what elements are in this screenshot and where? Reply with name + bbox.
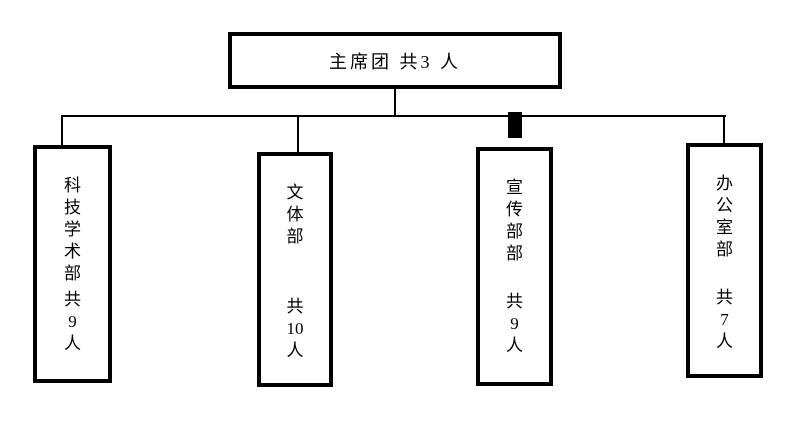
dept-node-2: 文体部 共 10 人 bbox=[257, 152, 333, 387]
root-node-label: 主席团 共3 人 bbox=[329, 51, 461, 72]
dept-4-count-prefix: 共 bbox=[716, 288, 733, 307]
dept-4-name: 办公室部 bbox=[715, 174, 733, 259]
dept-4-count-unit: 人 bbox=[716, 332, 733, 351]
dept-4-count: 共 7 人 bbox=[716, 287, 733, 353]
dept-3-count-value: 9 bbox=[510, 314, 519, 333]
dept-2-count-value: 10 bbox=[286, 319, 304, 338]
dept-node-1: 科技学术部 共 9 人 bbox=[33, 145, 112, 383]
dept-1-count: 共 9 人 bbox=[64, 289, 81, 355]
connector-root-stem bbox=[394, 89, 396, 115]
dept-4-count-value: 7 bbox=[720, 310, 729, 329]
connector-drop-dept-3-thick bbox=[508, 112, 522, 138]
dept-3-name: 宣传部部 bbox=[505, 178, 523, 263]
connector-drop-dept-4 bbox=[723, 117, 725, 143]
dept-2-name: 文体部 bbox=[286, 183, 304, 246]
connector-drop-dept-2 bbox=[297, 117, 299, 152]
dept-2-count-prefix: 共 bbox=[286, 297, 304, 316]
dept-node-3: 宣传部部 共 9 人 bbox=[476, 147, 553, 386]
dept-1-name: 科技学术部 bbox=[63, 176, 81, 283]
dept-3-count-prefix: 共 bbox=[506, 292, 523, 311]
dept-3-count: 共 9 人 bbox=[506, 291, 523, 357]
dept-2-count: 共 10 人 bbox=[287, 296, 304, 362]
root-node: 主席团 共3 人 bbox=[228, 32, 562, 89]
dept-node-4: 办公室部 共 7 人 bbox=[686, 143, 763, 378]
dept-1-count-prefix: 共 bbox=[64, 290, 81, 309]
connector-drop-dept-1 bbox=[61, 117, 63, 145]
dept-1-count-value: 9 bbox=[68, 312, 77, 331]
dept-3-count-unit: 人 bbox=[506, 336, 523, 355]
dept-1-count-unit: 人 bbox=[64, 334, 81, 353]
dept-2-count-unit: 人 bbox=[286, 341, 304, 360]
connector-horizontal-bar bbox=[61, 115, 726, 117]
